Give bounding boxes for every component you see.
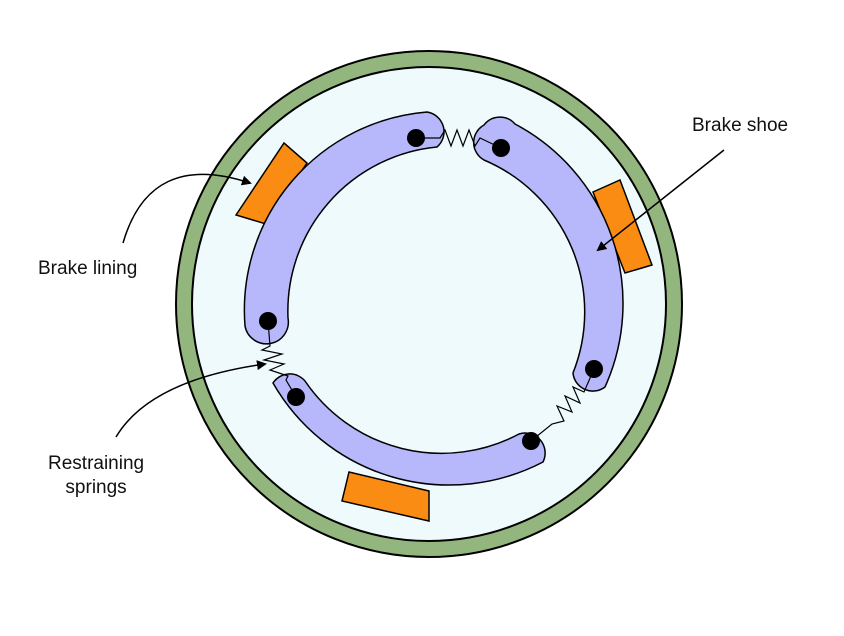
brake-lining-bottom — [341, 471, 430, 522]
arrow-restraining-springs — [115, 360, 267, 438]
restraining-spring-right — [530, 368, 595, 442]
brake-lining-top-left — [234, 141, 308, 225]
brake-lining-label: Brake lining — [38, 258, 138, 279]
arrow-brake-lining — [122, 173, 252, 244]
brake-shoe-label: Brake shoe — [692, 115, 789, 136]
restraining-spring-top — [416, 128, 502, 149]
restraining-spring-left — [260, 320, 297, 398]
arrow-brake-shoe — [596, 149, 725, 252]
restraining-springs-label: Restraining springs — [48, 453, 145, 498]
